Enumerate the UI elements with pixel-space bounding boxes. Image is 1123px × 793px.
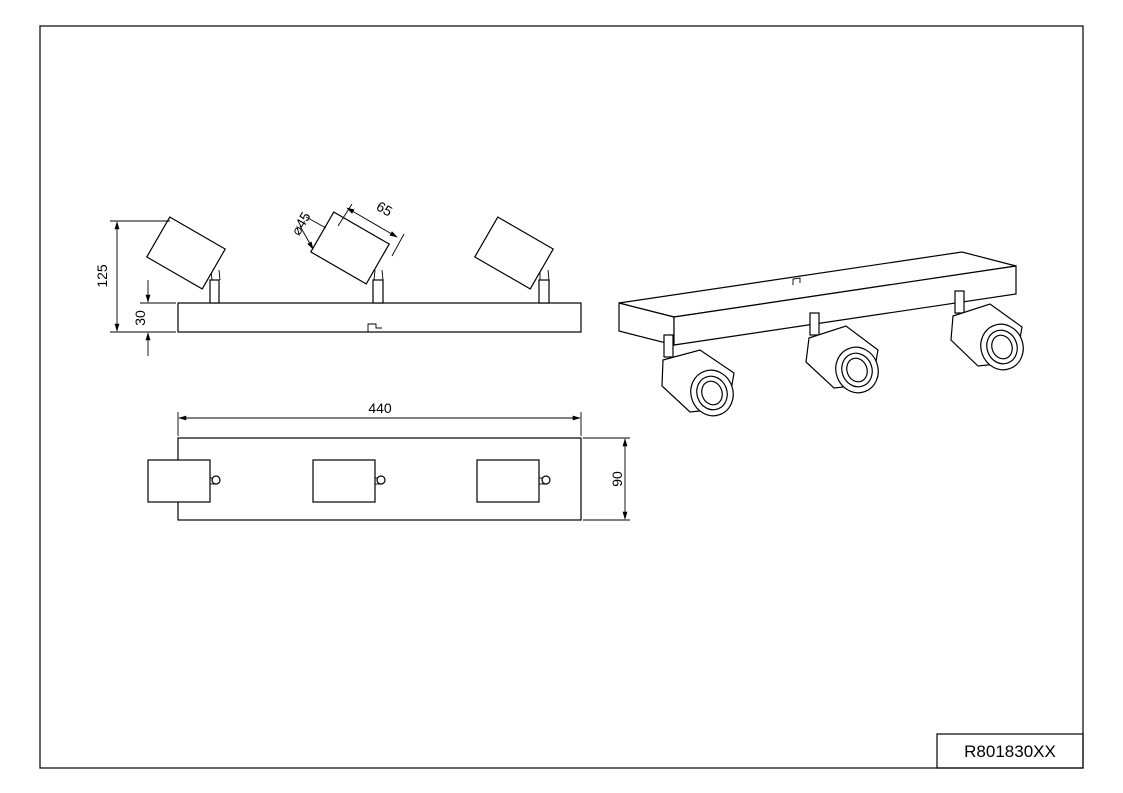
iso-spot-3 bbox=[950, 290, 1024, 371]
iso-base-side bbox=[673, 265, 1017, 346]
isometric-view bbox=[618, 251, 1024, 417]
dim-label-440: 440 bbox=[368, 400, 392, 416]
dim-width: 90 bbox=[583, 437, 630, 521]
side-view: 125 30 ⌀45 65 bbox=[94, 198, 582, 356]
top-head-2 bbox=[312, 459, 386, 503]
dim-length: 440 bbox=[177, 400, 582, 436]
dim-height-total: 125 bbox=[94, 220, 176, 333]
drawing-frame bbox=[39, 25, 1084, 769]
top-view: 440 90 bbox=[147, 400, 630, 521]
iso-spot-1 bbox=[661, 334, 735, 417]
dim-label-30: 30 bbox=[132, 310, 148, 326]
product-code: R801830XX bbox=[964, 742, 1056, 761]
dim-label-90: 90 bbox=[609, 471, 625, 487]
title-block: R801830XX bbox=[936, 733, 1084, 769]
dim-label-65: 65 bbox=[374, 198, 396, 220]
top-head-1 bbox=[147, 459, 221, 503]
dim-label-diameter: ⌀45 bbox=[288, 209, 314, 238]
dim-base-height: 30 bbox=[132, 280, 176, 356]
top-head-3 bbox=[476, 459, 551, 503]
iso-slot bbox=[792, 277, 801, 285]
side-slot bbox=[367, 323, 382, 332]
spot-head-3 bbox=[473, 216, 555, 304]
iso-spot-2 bbox=[805, 312, 879, 394]
dim-head-length: 65 bbox=[337, 198, 405, 257]
dim-label-125: 125 bbox=[94, 264, 110, 288]
spot-head-1 bbox=[145, 216, 227, 304]
